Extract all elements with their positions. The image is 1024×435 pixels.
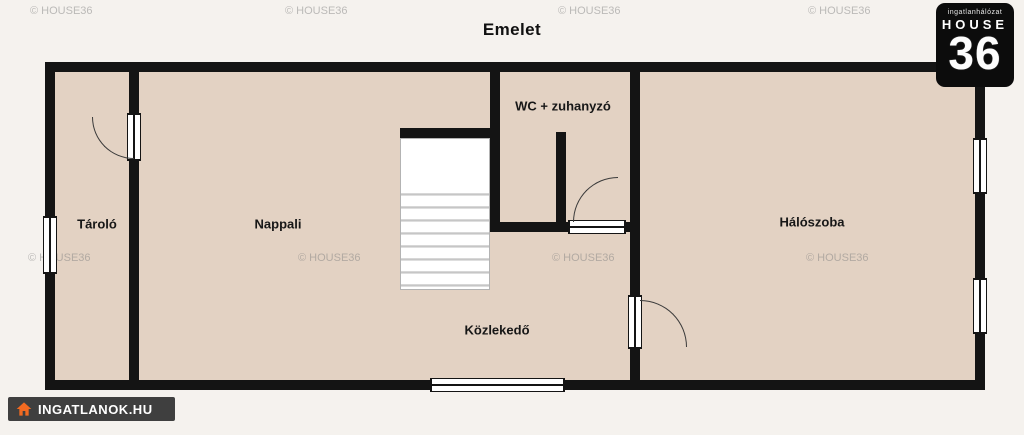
wall-storage-upper [129, 72, 139, 116]
wall-wc-bottom-left [495, 222, 570, 232]
watermark: © HOUSE36 [285, 5, 348, 17]
window-right-upper [973, 138, 987, 194]
wall-storage-lower [129, 158, 139, 380]
house36-number-label: 36 [948, 27, 1002, 79]
watermark: © HOUSE36 [30, 5, 93, 17]
wall-outer-right [975, 62, 985, 390]
watermark: © HOUSE36 [552, 252, 615, 264]
window-left [43, 216, 57, 274]
door-sill-bedroom [628, 295, 642, 349]
watermark: © HOUSE36 [28, 252, 91, 264]
wall-bedroom-upper [630, 72, 640, 297]
room-label-corridor: Közlekedő [464, 322, 530, 338]
wall-bedroom-lower [630, 347, 640, 380]
wall-outer-top [45, 62, 985, 72]
house36-name-label: HOUSE [941, 17, 1009, 32]
ingatlanok-label: INGATLANOK.HU [38, 401, 153, 417]
room-label-living: Nappali [254, 216, 302, 232]
watermark: © HOUSE36 [298, 252, 361, 264]
wall-stairs-top [400, 128, 500, 138]
wall-wc-partition [556, 132, 566, 232]
watermark: © HOUSE36 [806, 252, 869, 264]
house-icon [16, 401, 32, 417]
room-label-storage: Tároló [77, 216, 117, 232]
watermark: © HOUSE36 [558, 5, 621, 17]
ingatlanok-logo: INGATLANOK.HU [8, 397, 175, 421]
window-right-lower [973, 278, 987, 334]
room-label-wc: WC + zuhanyzó [515, 98, 611, 114]
watermark: © HOUSE36 [808, 5, 871, 17]
stair-steps [401, 183, 489, 289]
window-bottom [430, 378, 565, 392]
house36-network-label: ingatlanhálózat [947, 9, 1003, 16]
room-label-bedroom: Hálószoba [779, 214, 845, 230]
staircase [400, 138, 490, 290]
page-title: Emelet [482, 20, 542, 39]
house36-logo: ingatlanhálózat HOUSE 36 [936, 3, 1014, 87]
door-sill-wc [568, 220, 626, 234]
wall-wc-left [490, 72, 500, 232]
